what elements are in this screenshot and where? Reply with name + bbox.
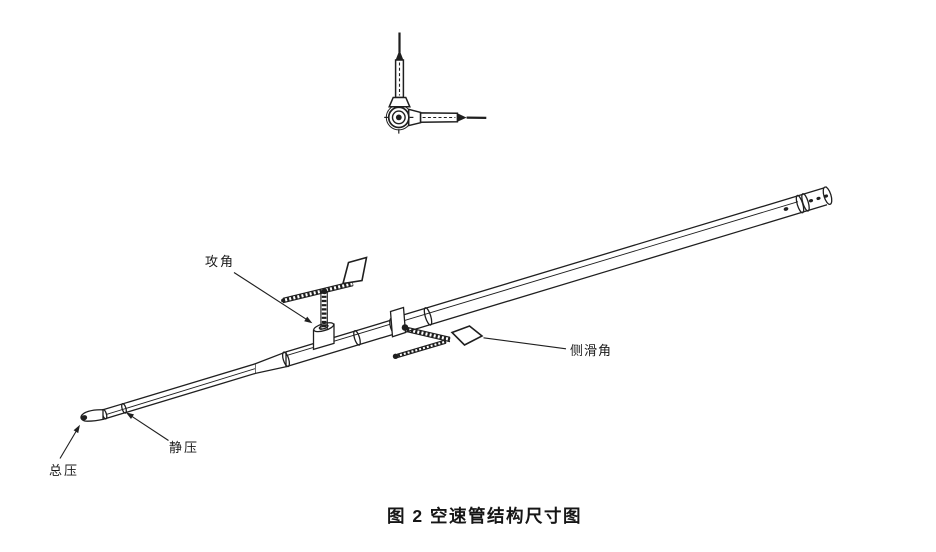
leader-sideslip-angle [483,337,567,350]
label-sideslip-angle: 侧滑角 [570,343,613,358]
sideslip-arm-top [406,326,451,338]
tube-hole-1 [783,207,789,211]
front-view-vertical-tip [395,50,404,60]
label-angle-of-attack: 攻角 [205,254,236,269]
leader-lines [59,272,567,459]
sideslip-clamp [389,306,407,338]
counterweight-rod-hatch [396,339,447,358]
counterweight-rod-top [396,339,447,355]
aoa-arm-hatch [282,281,354,303]
probe-tube [101,363,256,421]
leader-static-pressure [125,412,169,441]
main-tube-ring [423,307,433,326]
aoa-pivot [321,288,328,295]
aoa-vane-assembly [281,256,368,351]
hub-top-bracket [388,96,411,108]
mid-tube-joint-ring [353,330,361,346]
static-port-ring [121,403,127,414]
counterweight-tip [392,353,399,359]
arrowhead [125,412,134,419]
hub-inner-circle [391,110,406,125]
aoa-arm-bottom [282,285,354,304]
main-tube [389,186,833,337]
sideslip-pivot [401,324,409,331]
aoa-arm-top [282,280,354,299]
sideslip-vane-assembly [389,306,484,359]
arrowhead [73,424,80,434]
sideslip-arm-hatch [406,327,451,342]
sideslip-arm-bottom [406,331,451,343]
sideslip-vane-flag [450,325,484,346]
leader-angle-of-attack [233,272,313,324]
hub-center-dot [395,114,402,121]
aft-joint-ring-2 [801,193,810,212]
pitot-front-view [384,32,487,134]
label-static-pressure: 静压 [169,440,200,455]
aoa-arm-end-cap [281,298,285,303]
figure-caption: 图 2 空速管结构尺寸图 [387,506,582,526]
front-view-horizontal-tip [457,113,467,122]
tube-hole-3 [816,196,821,201]
pitot-isometric-view [59,186,833,459]
tube-hole-2 [808,199,814,203]
taper-cone [254,350,291,375]
label-total-pressure: 总压 [49,463,80,478]
total-pressure-port [80,415,88,421]
aoa-vane-flag [341,256,368,285]
mid-tube [285,319,393,368]
counterweight-rod-bottom [396,342,447,359]
tube-hole-4 [823,194,829,198]
leader-total-pressure [59,424,80,459]
probe-nose [80,409,104,422]
arrowhead [304,316,313,324]
